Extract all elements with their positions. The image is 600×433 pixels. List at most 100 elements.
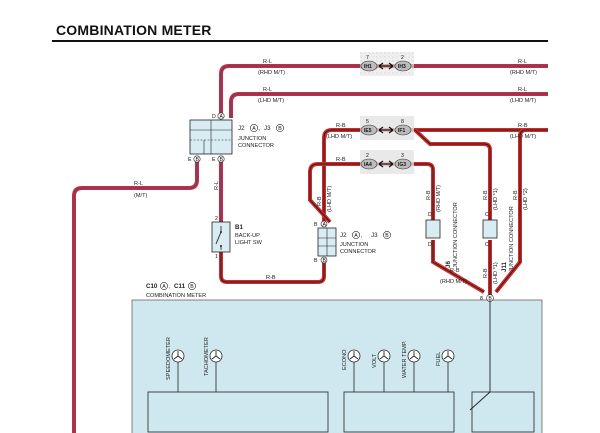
- wire-j6-meter: [431, 240, 486, 294]
- wire-color-label: R-B: [518, 123, 528, 129]
- pin-label: E: [188, 157, 192, 163]
- pin-label: E: [212, 157, 216, 163]
- ref-j3: J3: [371, 232, 378, 239]
- ref-comma: ,: [361, 233, 362, 239]
- gauge-label: FUEL: [436, 352, 442, 366]
- wire-color-label: R-B: [483, 190, 489, 200]
- wire-color-label: R-B: [336, 157, 346, 163]
- pin-label: B: [196, 157, 200, 163]
- gauge-label: TACHOMETER: [204, 337, 210, 376]
- pin-label: D: [428, 242, 432, 248]
- jc-name-line2: CONNECTOR: [340, 249, 376, 255]
- wire-rb-second: [308, 162, 420, 224]
- ref-b: B: [385, 233, 389, 239]
- wire-color-label: R-B: [513, 190, 519, 200]
- combination-meter: B 8: [131, 294, 543, 433]
- inline-connector-lower: 2 3 IA4 IG3: [360, 150, 414, 174]
- backup-light-switch: 2 1: [211, 216, 231, 260]
- connector-code: IH3: [398, 64, 406, 70]
- pin-label: B: [323, 258, 327, 264]
- wire-condition-label: (LHD M/T): [326, 134, 352, 140]
- jc-name-line1: JUNCTION: [238, 136, 266, 142]
- gauge-volt: VOLT: [372, 349, 391, 392]
- wire-color-label: R-B: [426, 190, 432, 200]
- wire-color-label: R-L: [134, 181, 143, 187]
- pin-label: 7: [366, 55, 369, 61]
- pin-label: 2: [366, 153, 369, 159]
- wire-to-j6: [420, 162, 435, 222]
- pin-label: 1: [215, 254, 218, 260]
- wire-condition-label: (LHD M/T): [510, 98, 536, 104]
- ref-b1: B1: [235, 224, 243, 231]
- wire-condition-label: (RHD M/T): [510, 70, 537, 76]
- pin-label: 2: [215, 216, 218, 222]
- pin-label: D: [212, 114, 216, 120]
- jc-name-line2: CONNECTOR: [238, 143, 274, 149]
- pin-label: 8: [480, 296, 483, 302]
- gauge-label: VOLT: [372, 353, 378, 368]
- page-title: COMBINATION METER: [56, 22, 212, 38]
- wire-condition-label: (RHD M/T): [440, 279, 467, 285]
- inline-connector-top: 7 2 IH1 IH3: [360, 52, 414, 76]
- wire-color-label: R-L: [263, 87, 272, 93]
- junction-connector-mid: A B B B: [314, 220, 337, 264]
- wire-condition-label: (LHD M/T): [510, 134, 536, 140]
- j6-name: JUNCTION CONNECTOR: [453, 202, 459, 268]
- combination-meter-label: C10 A , C11 B COMBINATION METER: [146, 282, 206, 299]
- pin-label: B: [314, 258, 318, 264]
- wire-condition-label: (RHD M/T): [258, 70, 285, 76]
- pin-label: D: [428, 212, 432, 218]
- pin-label: 2: [401, 55, 404, 61]
- junction-connector-mid-label: J2 A , J3 B JUNCTION CONNECTOR: [340, 231, 391, 255]
- inline-connector-upper: 5 8 IE5 IF1: [360, 116, 414, 140]
- pin-label: C: [485, 242, 489, 248]
- wire-far-right: [494, 128, 540, 294]
- connector-code: IH1: [364, 64, 372, 70]
- wire-color-label: R-B: [450, 268, 460, 274]
- wire-condition-label: (LHD *1): [493, 262, 499, 284]
- ref-j2: J2: [340, 232, 347, 239]
- pin-label: B: [488, 296, 492, 302]
- wire-left-rl: [72, 158, 199, 433]
- ref-j3: J3: [264, 125, 271, 132]
- pin-label: 3: [401, 153, 404, 159]
- gauge-speedometer: SPEEDOMETER: [166, 337, 185, 392]
- wire-mid-rl: [229, 92, 548, 118]
- gauge-econo: ECONO: [342, 349, 361, 392]
- connector-code: IG3: [398, 162, 406, 168]
- wire-condition-label: (M/T): [134, 193, 147, 199]
- ref-b: B: [190, 284, 194, 290]
- ref-comma: ,: [259, 126, 260, 132]
- ref-c11: C11: [174, 283, 186, 290]
- ref-comma: ,: [169, 284, 170, 290]
- pin-label: A: [220, 114, 224, 120]
- pin-label: B: [314, 222, 318, 228]
- wire-color-label: R-L: [263, 59, 272, 65]
- ref-a: A: [252, 126, 256, 132]
- wire-to-j11: [413, 128, 492, 222]
- wire-color-label: R-B: [317, 196, 323, 206]
- wire-bottom-rb: [219, 252, 326, 284]
- wire-color-label: R-L: [518, 87, 527, 93]
- wire-condition-label: (LHD M/T): [258, 98, 284, 104]
- wire-condition-label: (LHD *1): [493, 188, 499, 210]
- ref-j2: J2: [238, 125, 245, 132]
- sw-name-line1: BACK-UP: [235, 233, 260, 239]
- title-divider: [52, 40, 548, 42]
- wire-color-label: R-B: [266, 275, 276, 281]
- wire-color-label: R-L: [518, 59, 527, 65]
- connector-code: IE5: [364, 128, 372, 134]
- junction-connector-top: A D B E B E: [188, 112, 233, 163]
- wire-condition-label: (RHD M/T): [436, 185, 442, 212]
- ref-c10: C10: [146, 283, 158, 290]
- ref-j11: J11: [501, 261, 508, 272]
- wire-color-label: R-B: [336, 123, 346, 129]
- sw-name-line2: LIGHT SW: [235, 240, 263, 246]
- ref-a: A: [354, 233, 358, 239]
- j11-name: JUNCTION CONNECTOR: [509, 206, 515, 272]
- meter-name: COMBINATION METER: [146, 293, 206, 299]
- gauge-tachometer: TACHOMETER: [204, 337, 223, 392]
- pin-label: B: [220, 157, 224, 163]
- wire-color-label: R-L: [214, 181, 220, 190]
- wire-condition-label: (LHD *2): [523, 188, 529, 210]
